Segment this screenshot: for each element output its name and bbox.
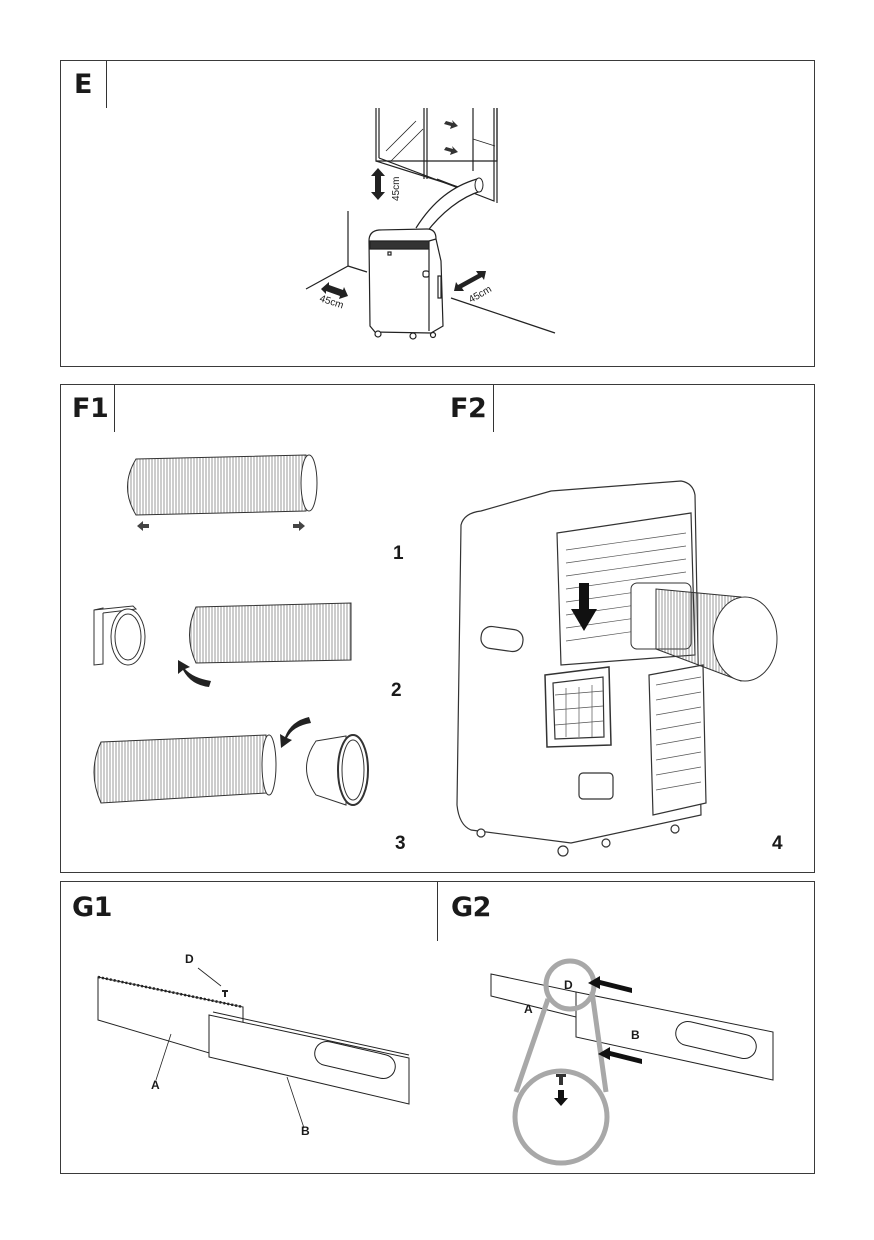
hose-step-1 [127,454,318,516]
screw-icon-magnified [556,1074,566,1085]
clearance-arrow-top-icon [371,168,385,200]
hose-step-3 [93,734,277,804]
air-conditioner-unit [368,228,444,340]
callout-d-g1: D [185,952,194,966]
step-2-number: 2 [391,680,402,701]
hose-assembly-illustration [93,454,778,857]
window-adapter [93,605,146,666]
hose-step-2 [189,602,352,664]
step-1-number: 1 [393,543,404,564]
down-arrow-icon [571,583,597,631]
clearance-arrow-left-icon [321,282,348,299]
panel-g2-label: G2 [451,892,491,923]
panel-f2-label: F2 [450,393,487,424]
panel-g-divider [437,882,439,941]
callout-a-g1: A [151,1078,160,1092]
attach-arrow-icon-2 [280,717,311,748]
step-4-number: 4 [772,833,783,854]
screw-down-arrow-icon [554,1090,568,1106]
slider-panel-b [208,1011,410,1105]
callout-b-g1: B [301,1124,310,1138]
window-arrows-icon [444,120,458,155]
callout-b-g2: B [631,1028,640,1042]
push-arrow-icon-1 [588,976,632,993]
window-frame [375,108,498,203]
clearance-top-text: 45cm [391,177,402,201]
callout-d-g2: D [564,978,573,992]
panel-e: E [60,60,815,367]
panel-e-label-divider [106,61,108,108]
stretch-arrows-icon [137,521,305,531]
callout-lines [155,967,305,1129]
panel-f: F1 F2 1 2 3 4 [60,384,815,873]
panel-g1-label: G1 [72,892,112,923]
room-walls [305,211,556,334]
ac-unit-back-view [456,480,707,857]
panel-e-label: E [74,69,92,100]
clearance-right-text: 45cm [467,284,494,306]
attach-arrow-icon-1 [178,660,211,687]
magnifier-callout [512,958,610,1166]
callout-a-g2: A [524,1002,533,1016]
step-3-number: 3 [395,833,406,854]
window-slider-illustration: D A B D A B [97,952,774,1166]
panel-f1-label: F1 [72,393,109,424]
vent-grille [554,532,702,791]
push-arrow-icon-2 [598,1047,642,1064]
exhaust-hose [415,178,482,234]
panel-g: G1 G2 D A B [60,881,815,1174]
panel-f2-label-divider [493,385,495,432]
unit-adapter [306,734,369,806]
panel-f1-label-divider [114,385,116,432]
clearance-arrow-right-icon [454,271,486,291]
screw-icon [222,990,228,997]
placement-illustration: 45cm 45cm 45cm [305,108,556,340]
exhaust-hose-attached [630,582,778,682]
